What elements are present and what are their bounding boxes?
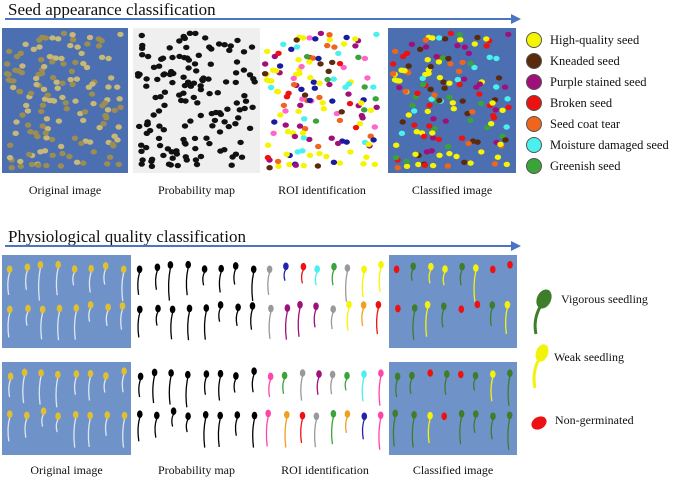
legend-label: Moisture damaged seed [550, 137, 669, 152]
legend-label: Kneaded seed [550, 53, 620, 68]
physio-classified-image-top [389, 255, 517, 348]
physio-roi-identification-bottom [262, 362, 388, 455]
green-seed-icon [526, 158, 542, 174]
non-germinated-label: Non-germinated [555, 413, 634, 427]
physio-caption-probability: Probability map [158, 463, 235, 477]
seed-caption-classified: Classified image [411, 183, 493, 197]
seed-classified-image [388, 28, 516, 173]
legend-high-quality-seed: High-quality seed [526, 32, 639, 48]
red-seed-icon [526, 95, 542, 111]
legend-moisture-damaged-seed: Moisture damaged seed [526, 137, 669, 153]
legend-label: Greenish seed [550, 158, 621, 173]
non-germinated-seed-icon [531, 416, 547, 430]
physio-caption-classified: Classified image [412, 463, 494, 477]
seed-original-image [2, 28, 128, 173]
legend-kneaded-seed: Kneaded seed [526, 53, 620, 69]
orange-seed-icon [526, 116, 542, 132]
physio-original-image-bottom [2, 362, 131, 455]
seed-roi-identification [260, 28, 384, 173]
vigorous-seedling-label: Vigorous seedling [561, 292, 648, 306]
physio-probability-map-bottom [132, 362, 261, 455]
yellow-seed-icon [526, 32, 542, 48]
cyan-seed-icon [526, 137, 542, 153]
legend-label: Purple stained seed [550, 74, 647, 89]
seed-caption-roi: ROI identification [278, 183, 366, 197]
physio-caption-roi: ROI identification [281, 463, 369, 477]
legend-seed-coat-tear: Seed coat tear [526, 116, 620, 132]
brown-seed-icon [526, 53, 542, 69]
seed-section-title: Seed appearance classification [8, 0, 216, 19]
physio-original-image-top [2, 255, 131, 348]
weak-seedling-label: Weak seedling [554, 350, 625, 364]
legend-label: Seed coat tear [550, 116, 621, 131]
physio-classified-image-bottom [389, 362, 517, 455]
seed-caption-probability: Probability map [158, 183, 235, 197]
weak-seedling-icon [532, 344, 549, 389]
physio-probability-map-top [132, 255, 261, 348]
seed-caption-original: Original image [28, 183, 102, 197]
seed-pipeline-arrow [5, 14, 521, 24]
legend-label: High-quality seed [550, 32, 640, 47]
physio-roi-identification-top [262, 255, 388, 348]
vigorous-seedling-icon [533, 289, 552, 335]
physio-caption-original: Original image [30, 463, 103, 477]
seed-probability-map [133, 28, 260, 173]
physio-pipeline-arrow [5, 241, 521, 251]
legend-label: Broken seed [550, 95, 613, 110]
purple-seed-icon [526, 74, 542, 90]
physio-section-title: Physiological quality classification [8, 227, 246, 246]
legend-greenish-seed: Greenish seed [526, 158, 620, 174]
legend-broken-seed: Broken seed [526, 95, 612, 111]
legend-purple-stained-seed: Purple stained seed [526, 74, 647, 90]
